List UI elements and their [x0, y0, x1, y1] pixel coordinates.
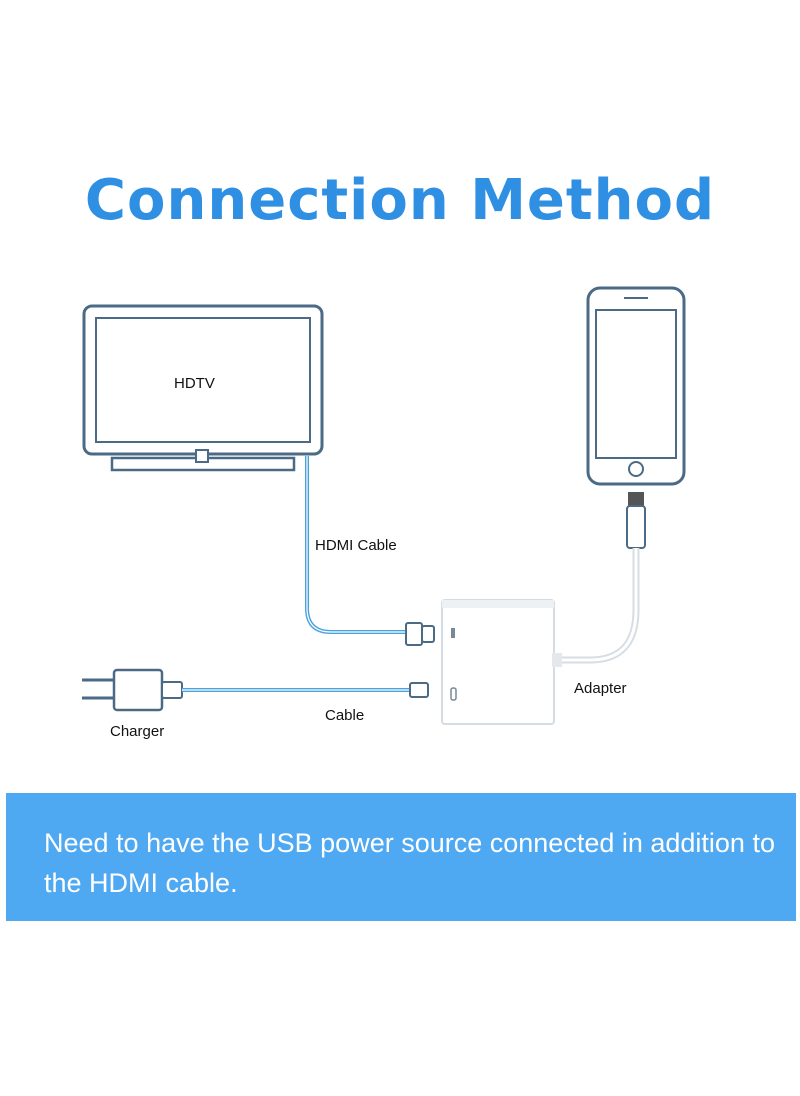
hdtv-icon: [82, 304, 324, 472]
charger-icon: [82, 668, 183, 712]
cable-label: Cable: [325, 707, 364, 724]
hdmi-plug-icon: [405, 622, 435, 646]
lightning-cable: [560, 548, 640, 664]
charger-label: Charger: [110, 723, 164, 740]
page-title: Connection Method: [84, 168, 716, 233]
usb-plug-icon: [409, 682, 429, 698]
adapter-icon: [441, 599, 562, 725]
info-banner-text: Need to have the USB power source connec…: [44, 828, 775, 898]
adapter-label: Adapter: [574, 680, 627, 697]
lightning-plug-icon: [626, 492, 646, 549]
hdtv-label: HDTV: [174, 375, 215, 392]
hdmi-cable-label: HDMI Cable: [315, 537, 397, 554]
connection-diagram: HDTV HDMI Cable Adapter Charger: [82, 286, 686, 740]
phone-icon: [586, 286, 686, 486]
info-banner: Need to have the USB power source connec…: [6, 793, 796, 921]
